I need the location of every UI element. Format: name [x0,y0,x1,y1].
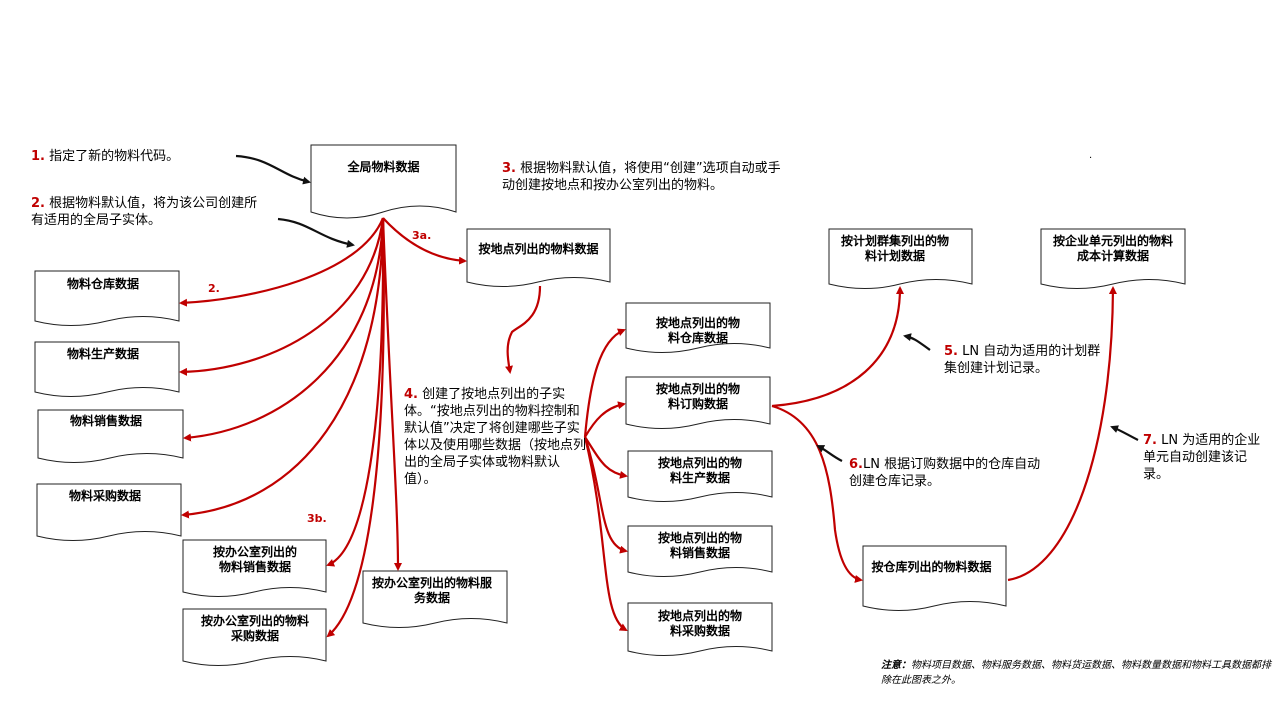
note-1: 1. 指定了新的物料代码。 [31,149,180,164]
note-6: 6.LN 根据订购数据中的仓库自动创建仓库记录。 [849,457,1041,489]
box-site-production [627,450,773,502]
arrow-order-to-plan-cluster [771,286,904,408]
footnote: 注意：物料项目数据、物料服务数据、物料货运数据、物料数量数据和物料工具数据都排除… [881,660,1271,686]
arrow-n4-to-site-order [584,401,626,438]
box-purchase [36,483,182,541]
arrow-n7 [1110,425,1139,441]
note-3: 3. 根据物料默认值，将使用“创建”选项自动或手动创建按地点和按办公室列出的物料… [502,161,781,193]
label-site: 按地点列出的物料数据 [478,242,599,256]
arrow-n5 [903,333,931,351]
label-site-warehouse: 按地点列出的物料仓库数据 [655,316,740,345]
label-sales: 物料销售数据 [69,414,142,428]
arrow-global-to-purchase [181,217,385,519]
note-2: 2. 根据物料默认值，将为该公司创建所有适用的全局子实体。 [31,196,258,228]
arrow-global-to-office-sales [326,217,385,567]
arrow-n4-to-site-sales [583,436,628,554]
arrow-global-to-warehouse [179,217,385,307]
arrow-n6 [816,445,843,462]
arrow-site-to-children [505,285,542,374]
arrow-global-to-office-purchase [326,217,385,638]
box-warehouse [34,270,180,326]
black-arrows [235,154,1139,462]
label-office-sales: 按办公室列出的物料销售数据 [212,545,297,574]
label-production: 物料生产数据 [66,347,139,361]
arrow-n1 [235,154,311,185]
box-site-order [625,376,771,429]
box-global [310,144,457,219]
arrow-order-to-warehouse-item [771,404,863,583]
label-site-order: 按地点列出的物料订购数据 [655,382,740,411]
box-site [466,228,611,287]
box-production [34,341,180,397]
box-warehouse-item [862,545,1007,611]
box-enterprise-unit [1040,228,1186,289]
box-site-sales [627,525,773,577]
box-site-warehouse [625,302,771,353]
label-site-sales: 按地点列出的物料销售数据 [657,531,742,560]
label-site-production: 按地点列出的物料生产数据 [657,456,742,485]
arrow-n4-to-site-warehouse [583,328,626,438]
document-shapes [34,144,1186,666]
arrow-warehouse-item-to-enterprise [1007,286,1117,582]
red-arrows [179,217,1117,638]
label-site-purchase: 按地点列出的物料采购数据 [657,609,742,638]
arrow-global-to-sales [183,217,385,442]
box-office-purchase [182,608,327,666]
box-plan-cluster [828,228,973,289]
note-7: 7. LN 为适用的企业单元自动创建该记录。 [1143,433,1261,482]
arrow-global-to-production [179,217,385,376]
label-plan-cluster: 按计划群集列出的物料计划数据 [840,234,949,263]
stray-dot: . [1089,150,1093,161]
note-5: 5. LN 自动为适用的计划群集创建计划记录。 [944,344,1101,376]
label-global: 全局物料数据 [347,160,420,174]
box-office-service [362,570,508,628]
box-sales [37,409,184,463]
arrow-n4-to-site-purchase [583,436,628,632]
note-4: 4. 创建了按地点列出的子实体。“按地点列出的物料控制和默认值”决定了将创建哪些… [404,387,587,487]
label-office-purchase: 按办公室列出的物料采购数据 [200,614,309,643]
arrow-global-to-office-service [381,217,402,571]
box-site-purchase [627,602,773,656]
label-warehouse-item: 按仓库列出的物料数据 [871,560,992,574]
tag-2: 2. [208,282,220,295]
arrow-global-to-site [382,217,467,265]
tag-3b: 3b. [307,512,327,525]
arrow-n4-to-site-production [584,436,628,479]
box-office-sales [182,539,327,597]
label-warehouse: 物料仓库数据 [66,277,139,291]
label-office-service: 按办公室列出的物料服务数据 [371,576,492,605]
tag-3a: 3a. [412,229,432,242]
arrow-n2 [277,217,355,248]
label-enterprise-unit: 按企业单元列出的物料成本计算数据 [1052,234,1173,263]
label-purchase: 物料采购数据 [68,489,141,503]
